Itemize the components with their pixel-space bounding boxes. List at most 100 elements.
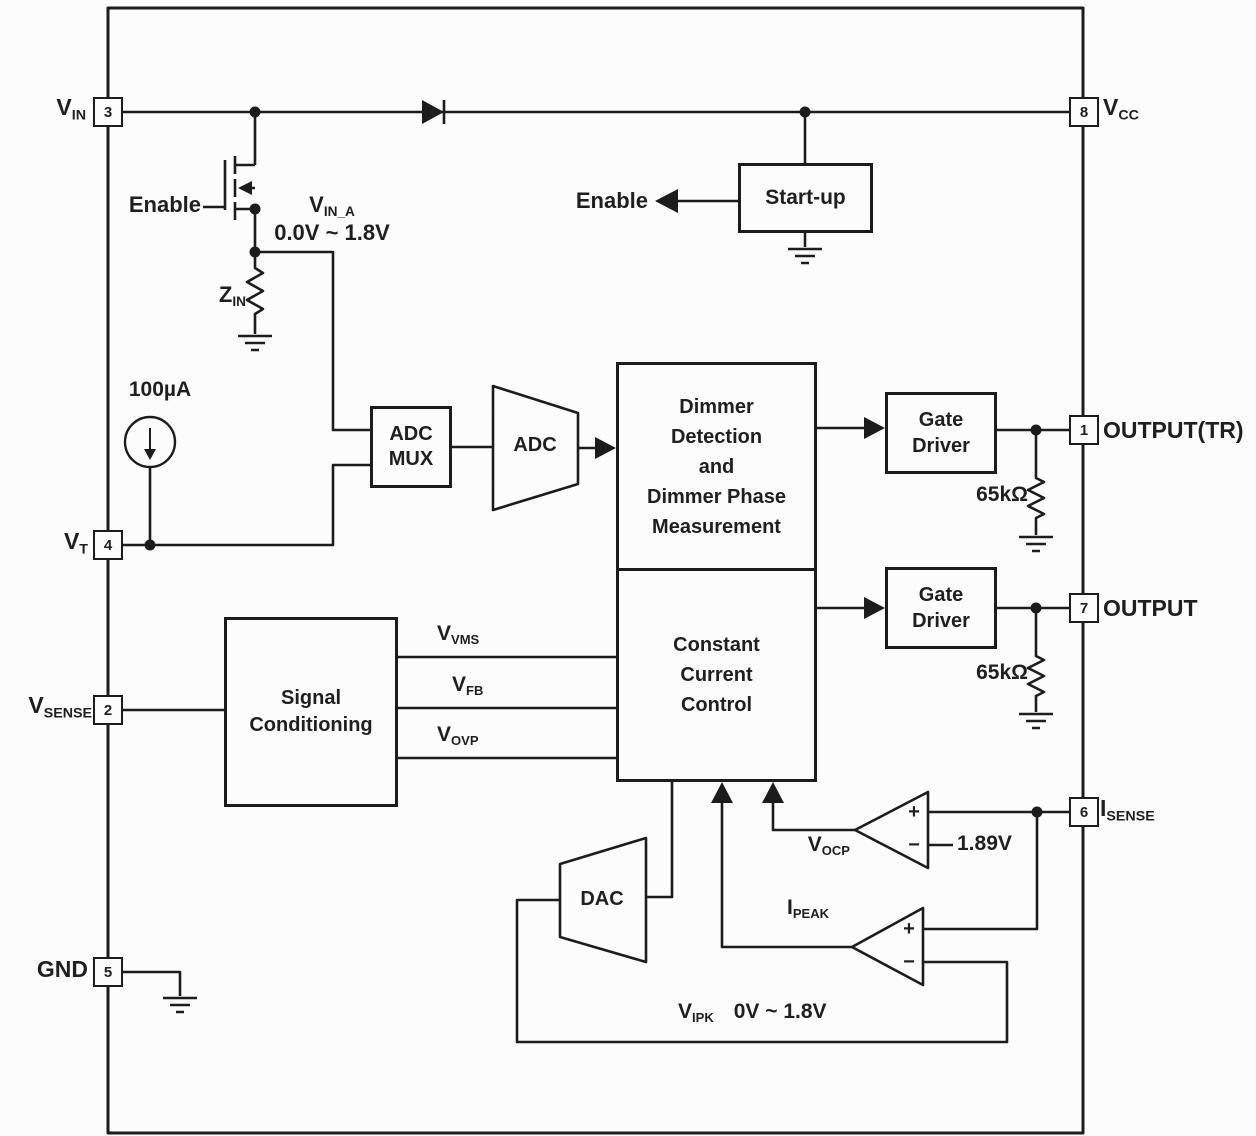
pin-number: 3: [103, 103, 113, 121]
zin-resistor-icon: [245, 252, 265, 334]
vin-a-label: VIN_A 0.0V ~ 1.8V: [262, 192, 402, 245]
pin-number: 1: [1079, 421, 1089, 439]
enable-mosfet-icon: [203, 156, 255, 220]
vt-rail-wire: [123, 463, 370, 547]
gate-driver-line: Driver: [912, 610, 970, 632]
pin-number: 8: [1079, 103, 1089, 121]
dimmer-detection-block: Dimmer Detection and Dimmer Phase Measur…: [616, 362, 817, 571]
vocp-output-wire: [771, 803, 855, 832]
adc-mux-line: MUX: [388, 448, 434, 470]
pin-number: 6: [1079, 803, 1089, 821]
vsense-pin-label: VSENSE: [28, 692, 92, 722]
gate-driver-line: Gate: [918, 584, 964, 606]
vt-pin-label: VT: [63, 528, 88, 558]
output-tr-pin-label: OUTPUT(TR): [1103, 417, 1244, 443]
vovp-label: VOVP: [437, 723, 479, 748]
ipeak-label: IPEAK: [787, 896, 830, 921]
arrowhead-gd1: [864, 417, 885, 439]
gate-driver-line: Driver: [912, 435, 970, 457]
ground-icon: [163, 996, 197, 1014]
gate-driver-line: Gate: [918, 409, 964, 431]
signal-conditioning-line: Conditioning: [249, 714, 373, 736]
current-source-label: 100µA: [128, 378, 192, 401]
pin-4-box: 4: [93, 530, 123, 560]
ground-icon: [1019, 535, 1053, 553]
gate-driver-1-block: Gate Driver: [885, 392, 997, 474]
ccc-line: Current: [680, 664, 753, 686]
pin-1-box: 1: [1069, 415, 1099, 445]
isense-pin-label: ISENSE: [1100, 795, 1155, 825]
pullup-resistor-2-label: 65kΩ: [976, 661, 1028, 684]
dac-trapezoid: [558, 836, 648, 964]
gnd-pin-wire: [123, 970, 182, 996]
pin-number: 7: [1079, 599, 1089, 617]
startup-block-label: Start-up: [765, 186, 846, 209]
output-pin-label: OUTPUT: [1103, 595, 1198, 621]
junction-dots: [144, 106, 1043, 818]
arrowhead-ipeak: [711, 782, 733, 803]
current-source-icon: [123, 415, 177, 469]
ccc-line: Control: [680, 694, 753, 716]
vin-pin-label: VIN: [56, 94, 86, 124]
arrowhead-vocp: [762, 782, 784, 803]
pin-2-box: 2: [93, 695, 123, 725]
vocp-label: VOCP: [807, 833, 850, 858]
arrowhead-adc-dimmer: [595, 437, 616, 459]
ccc-line: Constant: [673, 634, 760, 656]
ipeak-plus-sign: +: [903, 918, 915, 940]
enable-startup-label: Enable: [575, 188, 648, 213]
ground-icon: [788, 247, 822, 265]
ipeak-minus-sign: −: [903, 951, 915, 973]
signal-conditioning-line: Signal: [280, 687, 341, 709]
dac-block-label: DAC: [580, 888, 624, 910]
dimmer-line: Detection: [670, 425, 763, 448]
ipeak-comparator-icon: [850, 906, 925, 987]
vin-a-name: VIN_A: [309, 192, 355, 220]
gate-driver-2-block: Gate Driver: [885, 567, 997, 649]
gnd-pin-label: GND: [36, 956, 88, 982]
pullup-resistor-2-icon: [1026, 608, 1046, 712]
dimmer-line: Dimmer Phase: [647, 485, 786, 508]
vipk-range: 0V ~ 1.8V: [733, 1000, 827, 1023]
ground-icon: [1019, 712, 1053, 730]
pullup-resistor-1-icon: [1026, 430, 1046, 535]
arrowhead-gd2: [864, 597, 885, 619]
vin-a-branch-wire: [255, 250, 370, 432]
adc-trapezoid: [491, 384, 580, 512]
ipeak-plus-wire: [923, 812, 1039, 931]
chip-boundary: [106, 6, 1085, 1135]
pin-3-box: 3: [93, 97, 123, 127]
dimmer-line: and: [698, 455, 735, 478]
ccc-dac-wire: [646, 782, 674, 899]
vfb-label: VFB: [452, 673, 484, 698]
adc-block-label: ADC: [513, 434, 557, 456]
vocp-comparator-icon: [853, 790, 930, 870]
ref-voltage-label: 1.89V: [957, 832, 1012, 855]
ipeak-output-wire: [720, 803, 852, 949]
enable-mosfet-label: Enable: [128, 192, 201, 217]
arrowhead-enable: [655, 189, 678, 213]
pin-5-box: 5: [93, 957, 123, 987]
signal-conditioning-block: Signal Conditioning: [224, 617, 398, 807]
vcc-pin-label: VCC: [1103, 94, 1139, 124]
dimmer-line: Dimmer: [679, 395, 754, 418]
diode-icon: [422, 100, 446, 124]
adc-mux-block: ADC MUX: [370, 406, 452, 488]
pin-number: 2: [103, 701, 113, 719]
ground-icon: [238, 334, 272, 352]
zin-label: ZIN: [218, 282, 246, 310]
vvms-label: VVMS: [437, 622, 480, 647]
pin-7-box: 7: [1069, 593, 1099, 623]
dimmer-line: Measurement: [652, 515, 781, 538]
constant-current-control-block: Constant Current Control: [616, 571, 817, 782]
vocp-minus-sign: −: [908, 834, 920, 856]
startup-block: Start-up: [738, 163, 873, 233]
dac-feedback-wire: [515, 898, 1009, 1044]
pin-8-box: 8: [1069, 97, 1099, 127]
pin-6-box: 6: [1069, 797, 1099, 827]
vocp-plus-sign: +: [908, 801, 920, 823]
pin-number: 4: [103, 536, 113, 554]
